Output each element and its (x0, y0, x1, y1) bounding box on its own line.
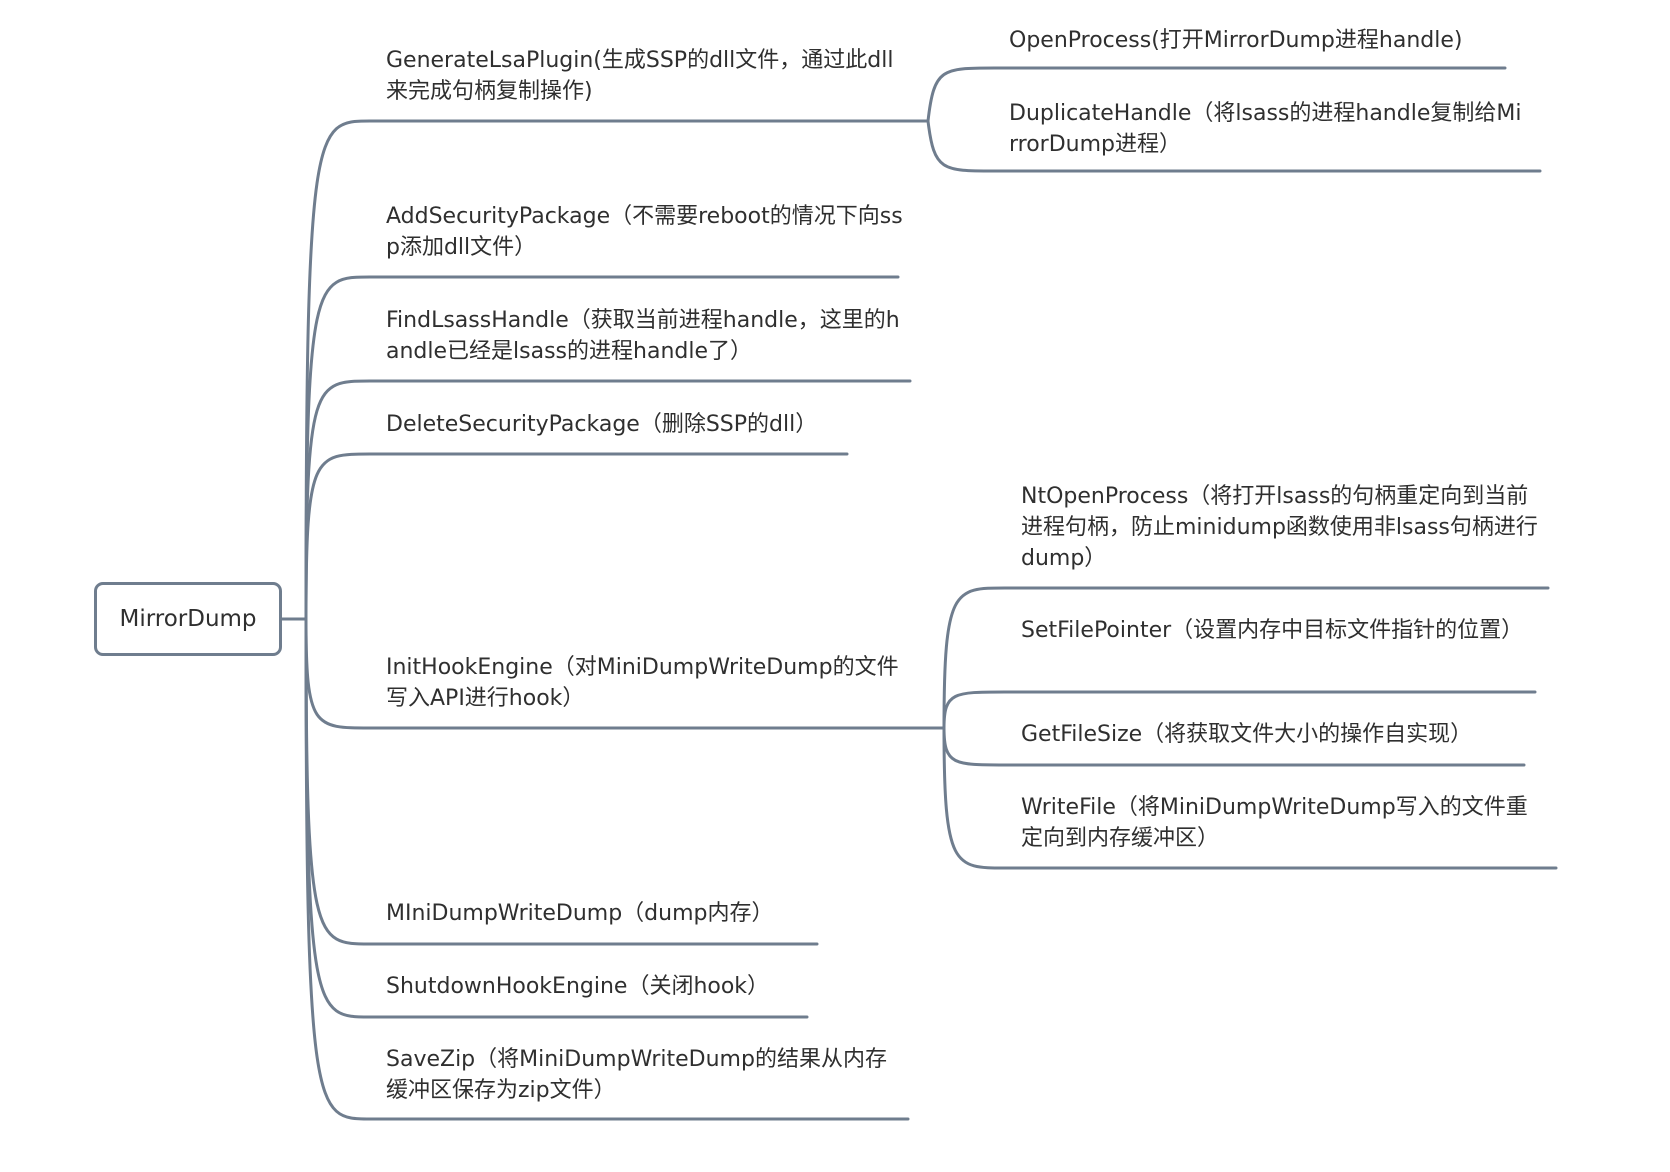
child-openprocess[interactable]: OpenProcess(打开MirrorDump进程handle) (1009, 28, 1463, 53)
branch-findlsasshandle[interactable]: FindLsassHandle（获取当前进程handle，这里的handle已经… (386, 308, 900, 364)
child-writefile[interactable]: WriteFile（将MiniDumpWriteDump写入的文件重定向到内存缓… (1021, 795, 1528, 851)
generate-child-connector-0 (926, 66, 1507, 123)
branch-connector-0 (304, 119, 930, 621)
branch-savezip[interactable]: SaveZip（将MiniDumpWriteDump的结果从内存缓冲区保存为zi… (386, 1047, 887, 1103)
generate-child-connector-1 (926, 119, 1542, 173)
branch-deletesecuritypackage[interactable]: DeleteSecurityPackage（删除SSP的dll） (386, 412, 818, 437)
root-label: MirrorDump (119, 606, 257, 632)
child-duplicatehandle[interactable]: DuplicateHandle（将lsass的进程handle复制给Mirror… (1009, 101, 1522, 157)
child-getfilesize[interactable]: GetFileSize（将获取文件大小的操作自实现） (1021, 722, 1473, 747)
branch-shutdownhookengine[interactable]: ShutdownHookEngine（关闭hook） (386, 974, 770, 999)
inithook-child-connector-3 (942, 726, 1558, 870)
inithook-child-connector-1 (942, 690, 1537, 730)
branch-addsecuritypackage[interactable]: AddSecurityPackage（不需要reboot的情况下向ssp添加dl… (386, 204, 903, 260)
branch-minidumpwritedump[interactable]: MIniDumpWriteDump（dump内存） (386, 901, 774, 926)
root-node-mirrordump[interactable]: MirrorDump (94, 582, 282, 656)
inithook-child-connector-0 (942, 586, 1550, 730)
branch-generatelsaplugin[interactable]: GenerateLsaPlugin(生成SSP的dll文件，通过此dll来完成句… (386, 48, 894, 104)
branch-connector-7 (304, 617, 910, 1121)
child-ntopenprocess[interactable]: NtOpenProcess（将打开lsass的句柄重定向到当前进程句柄，防止mi… (1021, 484, 1538, 571)
branch-connector-3 (304, 452, 849, 621)
child-setfilepointer[interactable]: SetFilePointer（设置内存中目标文件指针的位置） (1021, 618, 1524, 643)
branch-inithookengine[interactable]: InitHookEngine（对MiniDumpWriteDump的文件写入AP… (386, 655, 899, 711)
